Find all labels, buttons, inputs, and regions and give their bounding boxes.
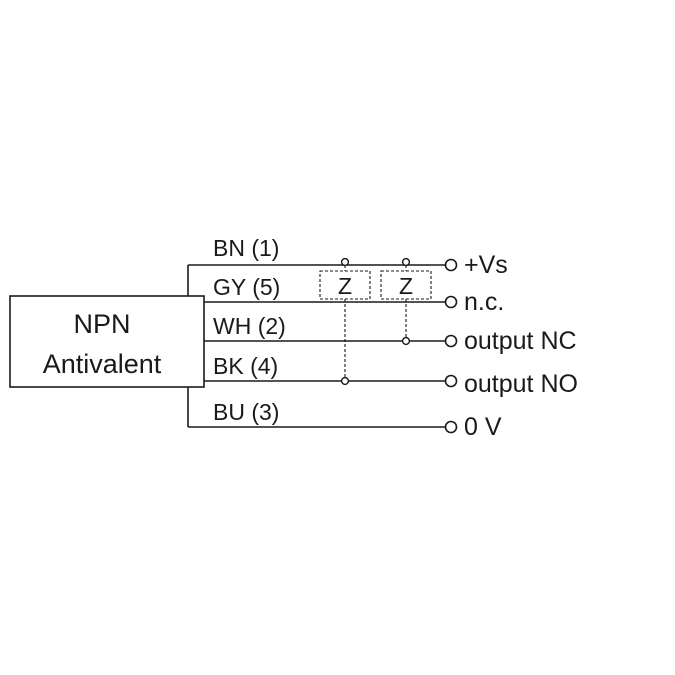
load-label-nc: Z	[399, 273, 413, 299]
terminal-label-vs: +Vs	[464, 251, 508, 279]
terminal-nc-unused	[444, 295, 458, 309]
load-label-no: Z	[338, 273, 352, 299]
device-label-line1: NPN	[73, 309, 130, 339]
wire-label-bu: BU (3)	[213, 399, 279, 425]
terminal-label-output-no: output NO	[464, 370, 578, 398]
junction-bk-no	[340, 376, 350, 386]
junction-bn-nc	[401, 257, 411, 267]
device-label-line2: Antivalent	[43, 349, 162, 379]
terminal-output-nc	[444, 334, 458, 348]
junction-bn-no	[340, 257, 350, 267]
terminal-label-nc-unused: n.c.	[464, 288, 504, 316]
wire-label-gy: GY (5)	[213, 274, 280, 300]
wire-label-wh: WH (2)	[213, 313, 286, 339]
terminal-label-0v: 0 V	[464, 413, 502, 441]
junction-wh-nc	[401, 336, 411, 346]
terminal-label-output-nc: output NC	[464, 327, 577, 355]
device-box	[9, 295, 205, 388]
terminal-0v	[444, 420, 458, 434]
wire-label-bk: BK (4)	[213, 353, 278, 379]
wire-label-bn: BN (1)	[213, 235, 279, 261]
terminal-vs	[444, 258, 458, 272]
terminal-output-no	[444, 374, 458, 388]
